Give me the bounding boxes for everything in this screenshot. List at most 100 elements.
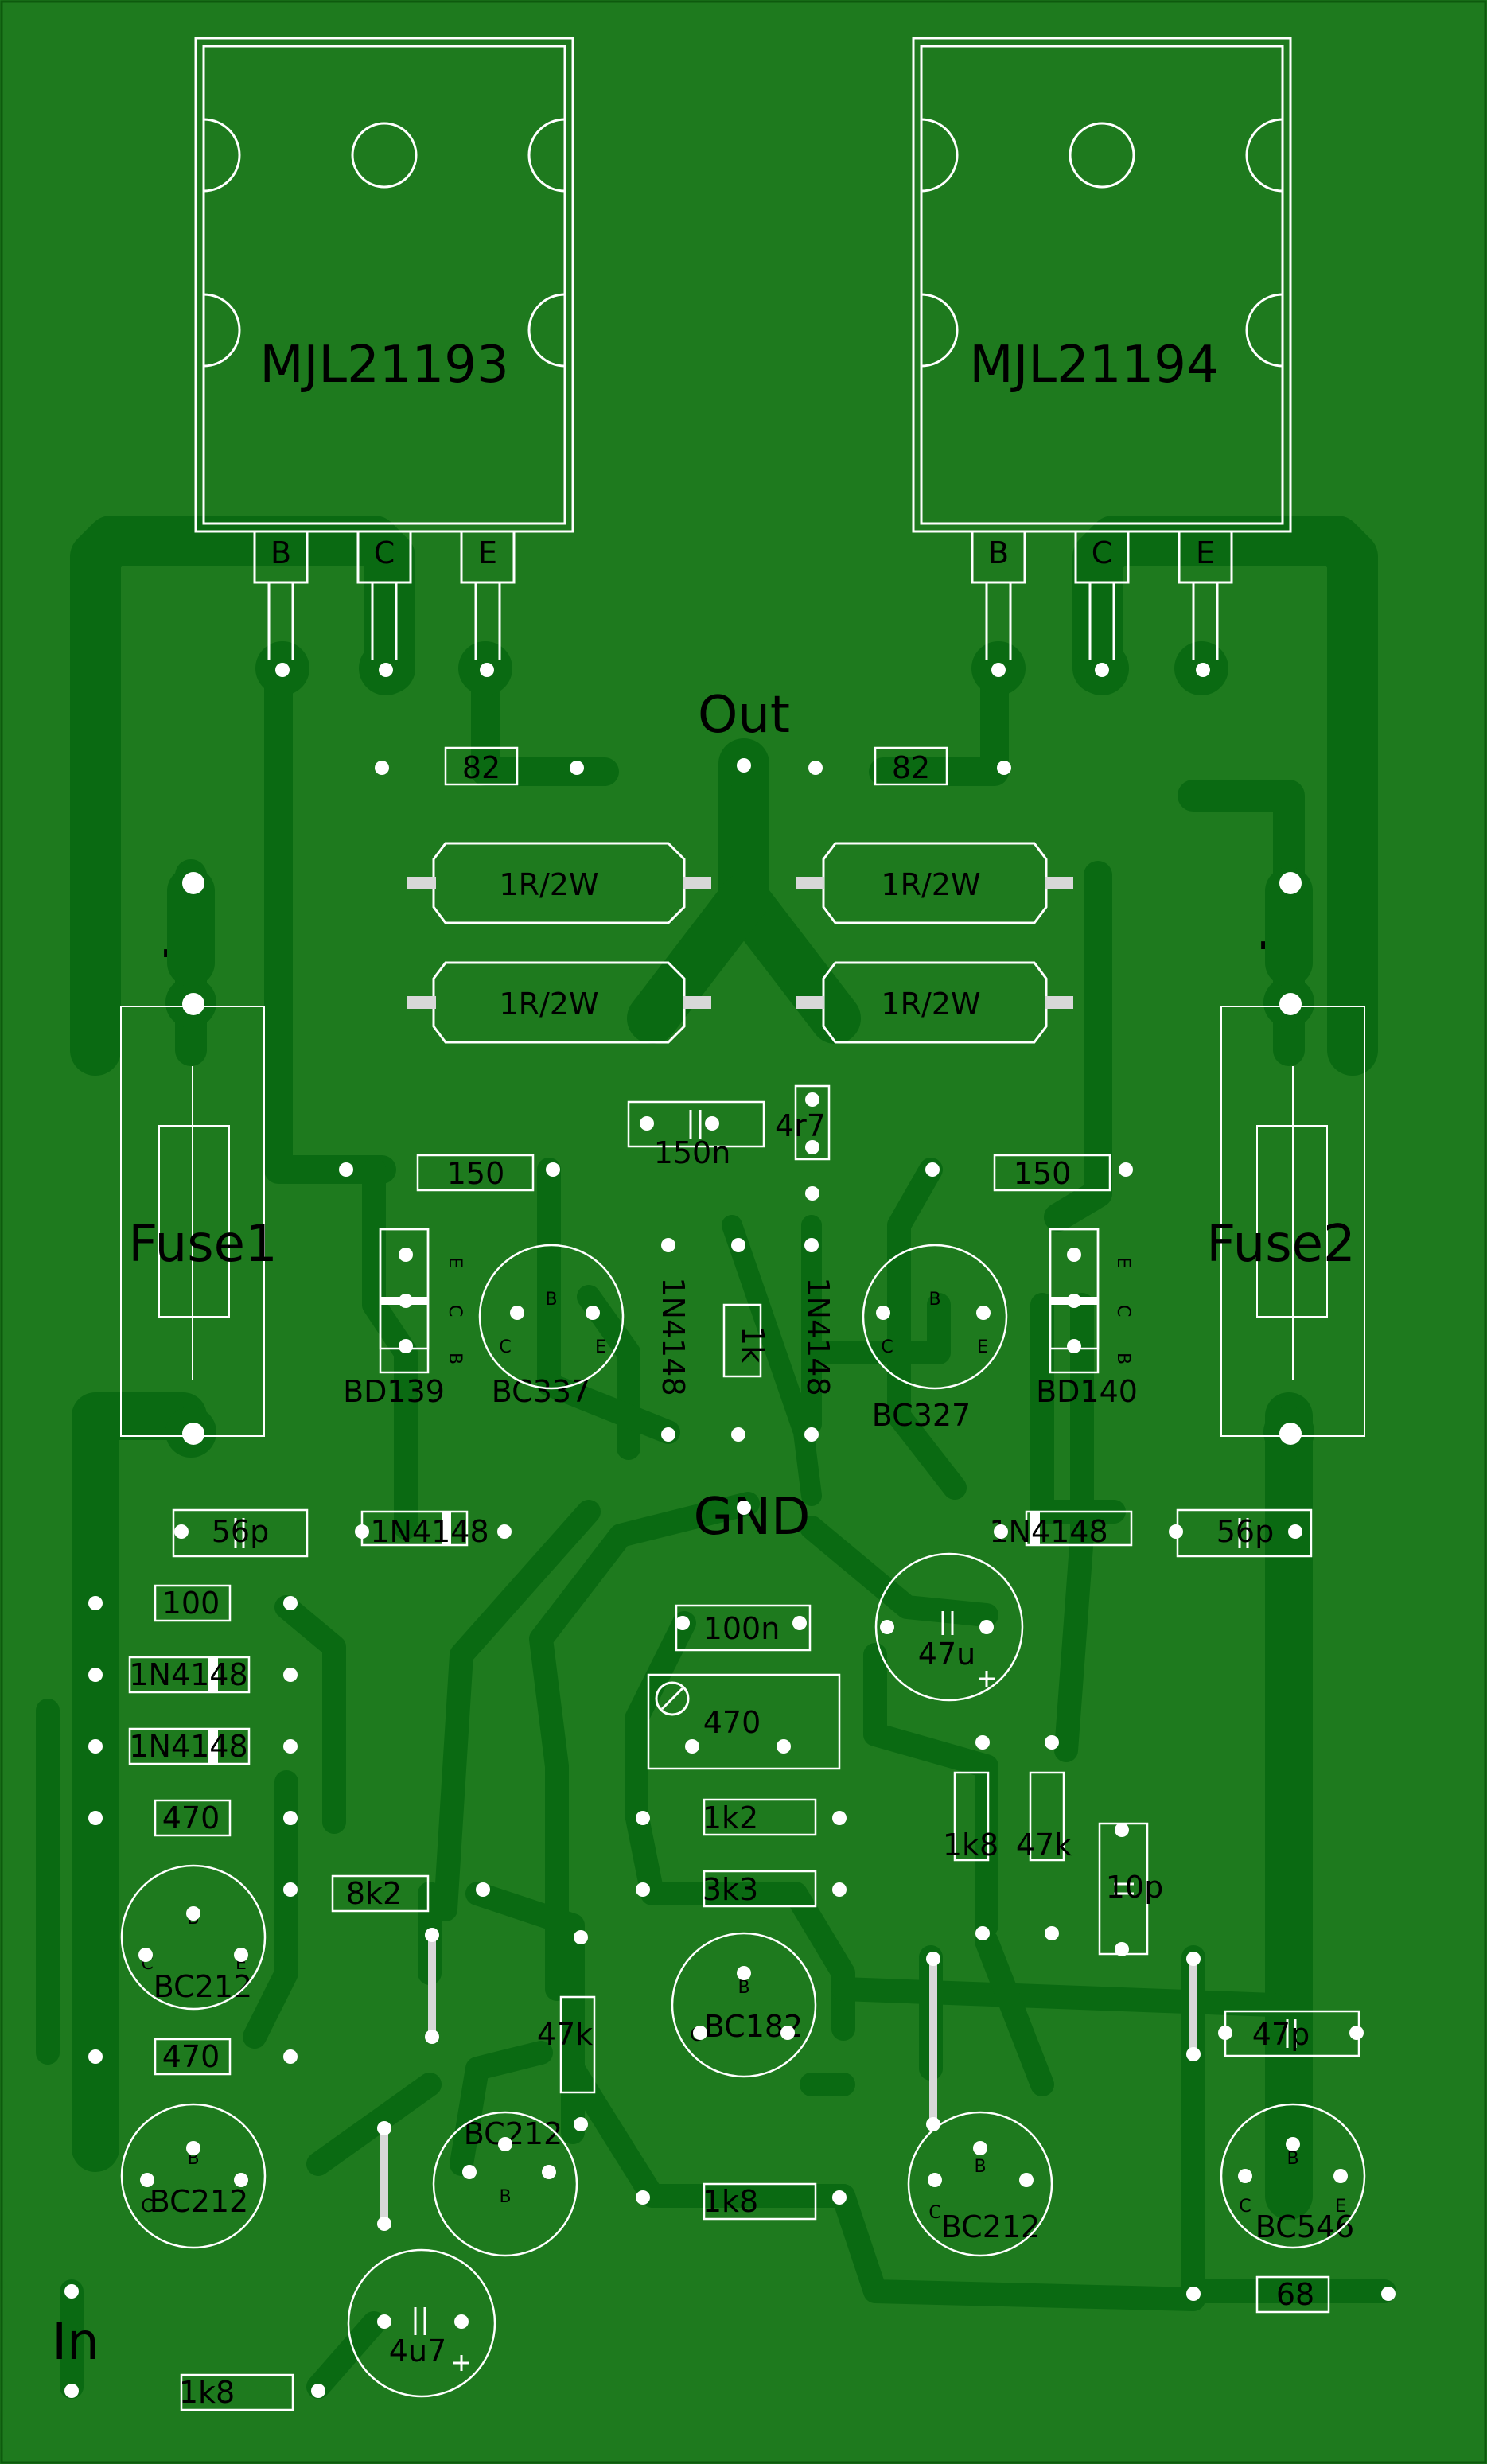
label-r1k: 1k (735, 1326, 770, 1363)
label-r1r-3: 1R/2W (881, 867, 980, 902)
drill-hole (975, 1735, 990, 1750)
drill-hole (510, 1306, 524, 1320)
drill-hole (1286, 2137, 1300, 2151)
label-r1k8a: 1k8 (943, 1828, 998, 1863)
drill-hole (140, 2173, 154, 2187)
drill-hole (574, 1930, 588, 1944)
label-bc212c: BC212 (150, 2184, 248, 2219)
pin-label-b: B (1287, 2149, 1298, 2169)
drill-hole (1067, 1339, 1081, 1353)
label-d3: 1N4148 (370, 1514, 489, 1549)
label-c150n: 150n (654, 1135, 731, 1170)
drill-hole (976, 1306, 991, 1320)
drill-hole (880, 1620, 894, 1634)
to126-outlines (379, 1228, 1100, 1374)
label-bc212a: BC212 (154, 1969, 252, 2004)
drill-hole (979, 1620, 994, 1634)
drill-hole (234, 1948, 248, 1962)
drill-hole (480, 663, 494, 677)
drill-hole (1186, 2047, 1201, 2061)
label-c47u: 47u (918, 1637, 975, 1672)
drill-hole (693, 2026, 707, 2040)
drill-hole (570, 761, 584, 775)
label-d6: 1N4148 (129, 1729, 247, 1764)
drill-hole (1381, 2287, 1396, 2301)
pin-label-c: C (1113, 1305, 1133, 1317)
pin-label-c: C (881, 1337, 893, 1357)
label-r150b: 150 (1014, 1156, 1072, 1191)
label-d4: 1N4148 (989, 1514, 1107, 1549)
pin-label-c: C (141, 2197, 153, 2217)
pin-label-c: C (928, 2203, 940, 2223)
transistor-mjl21194 (912, 37, 1292, 660)
pin-label-e: E (478, 535, 497, 570)
drill-hole (375, 761, 389, 775)
label-r82a: 82 (462, 750, 500, 785)
drill-hole (64, 2284, 79, 2299)
drill-hole (1196, 663, 1210, 677)
pin-label-b: B (928, 1290, 940, 1310)
drill-hole (737, 758, 751, 773)
label-fuse2: Fuse2 (1206, 1215, 1355, 1274)
drill-hole (283, 1811, 298, 1825)
label-bd139: BD139 (343, 1374, 445, 1409)
drill-hole (377, 2314, 391, 2329)
label-trim470: 470 (703, 1705, 761, 1740)
drill-hole (731, 1427, 745, 1442)
drill-hole (497, 1524, 512, 1539)
label-r150a: 150 (447, 1156, 505, 1191)
drill-hole (88, 1596, 103, 1610)
drill-hole (804, 1427, 819, 1442)
to92-outlines (120, 1244, 1366, 2398)
drill-hole (283, 2049, 298, 2064)
label-gnd: GND (694, 1488, 811, 1547)
drill-hole (1115, 1942, 1129, 1956)
drill-hole (186, 1906, 200, 1921)
label-d2: 1N4148 (800, 1277, 835, 1395)
drill-holes (64, 663, 1396, 2398)
drill-hole (283, 1668, 298, 1682)
wire-jumpers (380, 1931, 1197, 2228)
pin-label-e: E (1335, 2197, 1346, 2217)
drill-hole (792, 1616, 807, 1630)
drill-hole (311, 2384, 325, 2398)
pin-label-b: B (445, 1353, 465, 1364)
pin-label-c: C (1092, 535, 1113, 570)
pin-label-b: B (545, 1290, 557, 1310)
drill-hole (339, 1162, 353, 1177)
pin-label-c: C (1239, 2197, 1251, 2217)
drill-hole (476, 1882, 490, 1897)
drill-hole (926, 2117, 940, 2131)
drill-hole (640, 1116, 654, 1131)
drill-hole (832, 1811, 847, 1825)
drill-hole (973, 2141, 987, 2155)
pin-label-b: B (499, 2187, 511, 2207)
drill-hole (377, 2121, 391, 2135)
drill-hole (808, 761, 823, 775)
drill-hole (234, 2173, 248, 2187)
drill-hole (832, 2190, 847, 2205)
drill-hole (88, 1739, 103, 1754)
drill-hole (805, 1140, 819, 1154)
label-bc546: BC546 (1255, 2209, 1354, 2244)
pin-label-b: B (271, 535, 291, 570)
drill-hole (1045, 1735, 1059, 1750)
label-r47kb: 47k (537, 2017, 593, 2052)
drill-hole (138, 1948, 153, 1962)
label-r3k3: 3k3 (703, 1872, 758, 1907)
pin-label-c: C (499, 1337, 511, 1357)
drill-hole (780, 2026, 795, 2040)
drill-hole (1186, 2287, 1201, 2301)
label-bc337: BC337 (492, 1374, 590, 1409)
drill-hole (399, 1294, 413, 1308)
pin-label-b: B (988, 535, 1009, 570)
drill-hole (1186, 1952, 1201, 1966)
label-bc212d: BC212 (941, 2209, 1040, 2244)
label-c100n: 100n (703, 1611, 780, 1646)
drill-hole (1067, 1248, 1081, 1262)
drill-hole (926, 1952, 940, 1966)
capacitor-symbols (234, 1110, 1297, 2048)
label-r100: 100 (162, 1586, 220, 1621)
drill-hole (636, 1811, 650, 1825)
